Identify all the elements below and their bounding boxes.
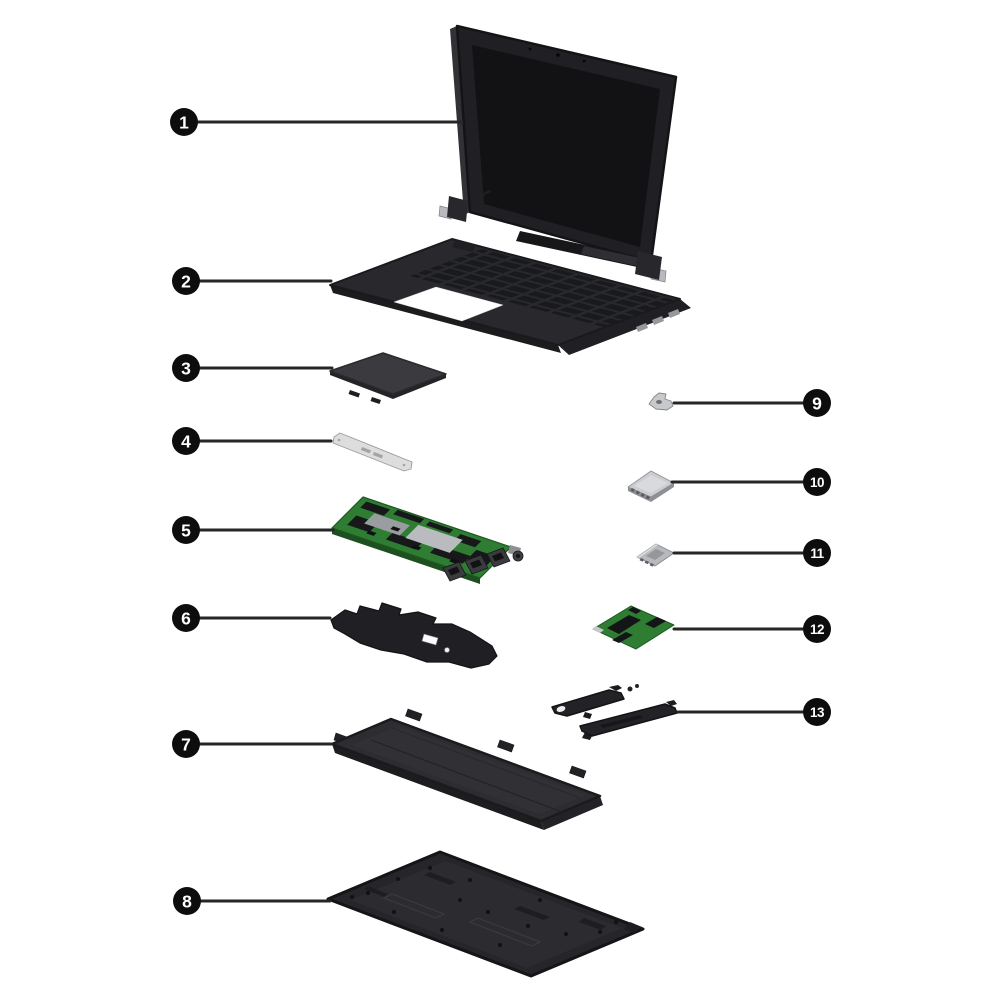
callout-number-9: 9 (812, 394, 822, 414)
touchpad-tabs (348, 390, 381, 404)
callout-circle-8 (173, 887, 201, 915)
speakers (551, 684, 678, 740)
callout-number-4: 4 (181, 432, 191, 452)
hinge-cable (479, 190, 492, 209)
hinge-bracket-hole (656, 400, 662, 404)
side-ports (636, 309, 680, 332)
wlan-highlight (637, 544, 658, 558)
shield-plate (330, 602, 498, 669)
callout-circle-10 (803, 468, 831, 496)
touchpad-surface (329, 352, 447, 395)
callout-number-3: 3 (181, 359, 191, 379)
shield-hole (444, 647, 450, 653)
battery-panel (351, 726, 586, 814)
callout-2: 2 (172, 267, 333, 295)
touchpad-bracket (332, 432, 413, 472)
touchpad (329, 352, 447, 404)
board-edge (332, 528, 480, 584)
speaker-left-body (551, 689, 625, 717)
bracket-strip (332, 432, 413, 472)
callout-3: 3 (172, 354, 334, 382)
system-board-shield (330, 602, 498, 669)
speaker-left-port (556, 706, 566, 712)
io-board (592, 605, 675, 650)
battery-front-face (332, 744, 544, 830)
screw-dots (350, 866, 618, 947)
callout-6: 6 (172, 604, 332, 632)
wlan-chip (646, 549, 665, 560)
storage-module (627, 470, 675, 502)
callout-circle-12 (803, 615, 831, 643)
speaker-left (551, 684, 639, 719)
display-screen (472, 45, 660, 247)
callout-number-5: 5 (181, 521, 191, 541)
touchpad-opening (393, 286, 504, 322)
io-board-pcb (592, 605, 675, 650)
callout-4: 4 (172, 427, 333, 455)
callout-8: 8 (173, 887, 332, 915)
system-board (331, 496, 524, 584)
callout-5: 5 (172, 516, 335, 544)
battery-right-face (541, 796, 603, 830)
display-hinge-left (438, 190, 492, 222)
callout-1: 1 (170, 108, 464, 136)
wlan-module (636, 543, 675, 567)
callout-number-12: 12 (810, 622, 824, 637)
callout-12: 12 (672, 615, 831, 643)
webcam-icon (528, 47, 586, 63)
wlan-pins (639, 558, 654, 567)
bottom-cover-ridges (382, 893, 542, 947)
callout-circle-3 (172, 354, 200, 382)
callout-number-7: 7 (181, 735, 191, 755)
callout-10: 10 (670, 468, 831, 496)
storage-pins (630, 488, 650, 500)
speaker-right-slot (600, 715, 643, 728)
battery-seam (370, 739, 563, 813)
callout-circle-11 (803, 539, 831, 567)
callout-circle-9 (803, 389, 831, 417)
callout-number-8: 8 (182, 892, 192, 912)
callout-number-6: 6 (181, 609, 191, 629)
io-board-connector (592, 626, 604, 633)
callout-circle-5 (172, 516, 200, 544)
touchpad-edge (330, 371, 446, 399)
topcover-right-face (558, 299, 691, 355)
battery (330, 708, 603, 830)
keyboard-keys (410, 249, 674, 327)
keyboard-top-cover (329, 238, 691, 355)
callout-circle-4 (172, 427, 200, 455)
board-ports (442, 545, 524, 582)
callout-7: 7 (172, 730, 333, 758)
callout-circle-7 (172, 730, 200, 758)
shield-slot (421, 633, 439, 646)
battery-seam (391, 727, 581, 799)
bracket-slots (337, 438, 406, 467)
callout-13: 13 (676, 698, 831, 726)
display-bottom-notch (581, 246, 640, 266)
storage-label (634, 475, 668, 493)
callout-circle-2 (172, 267, 200, 295)
bottom-cover (326, 850, 645, 978)
hinge-bracket (648, 392, 674, 411)
callout-circle-6 (172, 604, 200, 632)
callout-number-13: 13 (810, 705, 825, 720)
callout-11: 11 (672, 539, 831, 567)
display-assembly (438, 24, 678, 283)
topcover-back-notch (452, 240, 476, 252)
callout-9: 9 (672, 389, 831, 417)
bottom-cover-patches (364, 872, 642, 933)
bottom-cover-inner (350, 861, 622, 968)
topcover-front-face (330, 285, 561, 353)
io-board-chips (607, 607, 666, 643)
callout-circle-1 (170, 108, 198, 136)
callout-number-11: 11 (810, 546, 824, 561)
callout-number-2: 2 (181, 272, 191, 292)
display-hinge-right (635, 251, 667, 283)
callout-circle-13 (803, 698, 831, 726)
callout-number-10: 10 (810, 475, 824, 490)
board-components (347, 501, 496, 566)
callout-number-1: 1 (179, 113, 189, 133)
